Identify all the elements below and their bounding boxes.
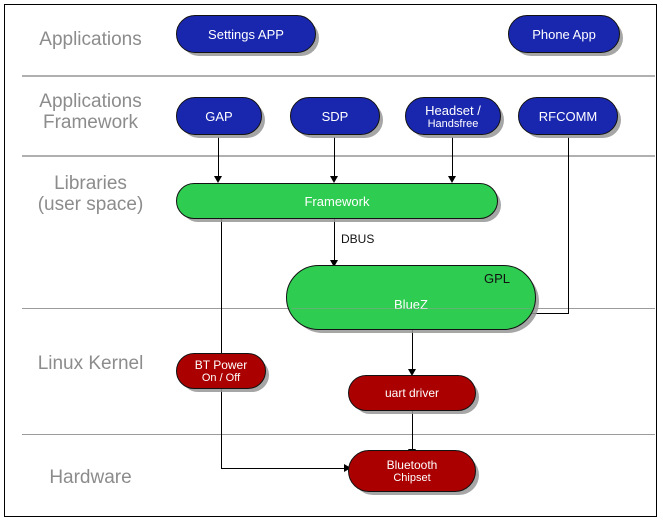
connector-rfcomm-vertical <box>568 137 569 314</box>
connector-framework-to-chipset-horizontal <box>221 468 348 469</box>
node-settings-app[interactable]: Settings APP <box>176 15 316 53</box>
arrowhead-bluez-to-uart <box>408 369 416 376</box>
node-headset-handsfree-label-line2: Handsfree <box>427 117 479 130</box>
layer-label-libraries: Libraries (user space) <box>37 173 144 216</box>
layer-divider-applications-framework <box>22 155 655 157</box>
layer-label-applications-framework: Applications Framework <box>39 91 142 134</box>
node-sdp-label: SDP <box>321 108 349 124</box>
node-bt-power[interactable]: BT Power On / Off <box>176 353 266 389</box>
gpl-tag: GPL <box>484 271 511 286</box>
layer-label-hardware: Hardware <box>49 467 132 488</box>
node-rfcomm-label: RFCOMM <box>538 108 598 124</box>
arrowhead-framework-to-bluez <box>330 260 338 267</box>
node-uart-driver[interactable]: uart driver <box>348 375 476 411</box>
node-sdp[interactable]: SDP <box>290 97 380 135</box>
connector-framework-to-bluez <box>334 219 335 263</box>
edge-label-dbus: DBUS <box>341 232 375 246</box>
node-headset-handsfree-label-line1: Headset / <box>425 102 481 118</box>
node-bluez[interactable]: BlueZ <box>286 265 536 330</box>
layer-label-applications: Applications <box>39 29 142 50</box>
connector-framework-to-chipset-vertical <box>221 219 222 469</box>
node-bt-power-label-line1: BT Power <box>194 358 248 372</box>
connector-sdp-to-framework <box>334 137 335 179</box>
node-framework-label: Framework <box>304 193 370 209</box>
layer-divider-overlay-bluez <box>292 308 530 309</box>
node-gap-label: GAP <box>205 108 233 124</box>
connector-headset-to-framework <box>452 137 453 179</box>
arrowhead-gap-to-framework <box>214 176 222 183</box>
connector-rfcomm-horizontal <box>529 313 569 314</box>
node-settings-app-label: Settings APP <box>208 26 284 42</box>
node-phone-app[interactable]: Phone App <box>508 15 620 53</box>
node-uart-driver-label: uart driver <box>384 386 440 400</box>
node-rfcomm[interactable]: RFCOMM <box>518 97 618 135</box>
node-bluez-label: BlueZ <box>394 297 428 312</box>
node-bt-power-label-line2: On / Off <box>201 372 241 384</box>
arrowhead-sdp-to-framework <box>330 176 338 183</box>
node-bluetooth-chipset-label-line2: Chipset <box>393 472 431 484</box>
node-bluetooth-chipset[interactable]: Bluetooth Chipset <box>348 450 476 492</box>
layer-divider-linux-kernel <box>22 434 655 435</box>
connector-uart-to-chipset <box>412 410 413 452</box>
node-gap[interactable]: GAP <box>176 97 262 135</box>
node-framework[interactable]: Framework <box>176 183 498 219</box>
node-phone-app-label: Phone App <box>532 26 596 42</box>
layer-label-linux-kernel: Linux Kernel <box>37 353 144 374</box>
node-bluetooth-chipset-label-line1: Bluetooth <box>386 458 438 472</box>
diagram-border <box>4 4 657 517</box>
layer-divider-applications <box>22 75 655 77</box>
node-headset-handsfree[interactable]: Headset / Handsfree <box>405 97 501 135</box>
connector-gap-to-framework <box>218 137 219 179</box>
arrowhead-headset-to-framework <box>448 176 456 183</box>
connector-bluez-to-uart <box>412 330 413 372</box>
